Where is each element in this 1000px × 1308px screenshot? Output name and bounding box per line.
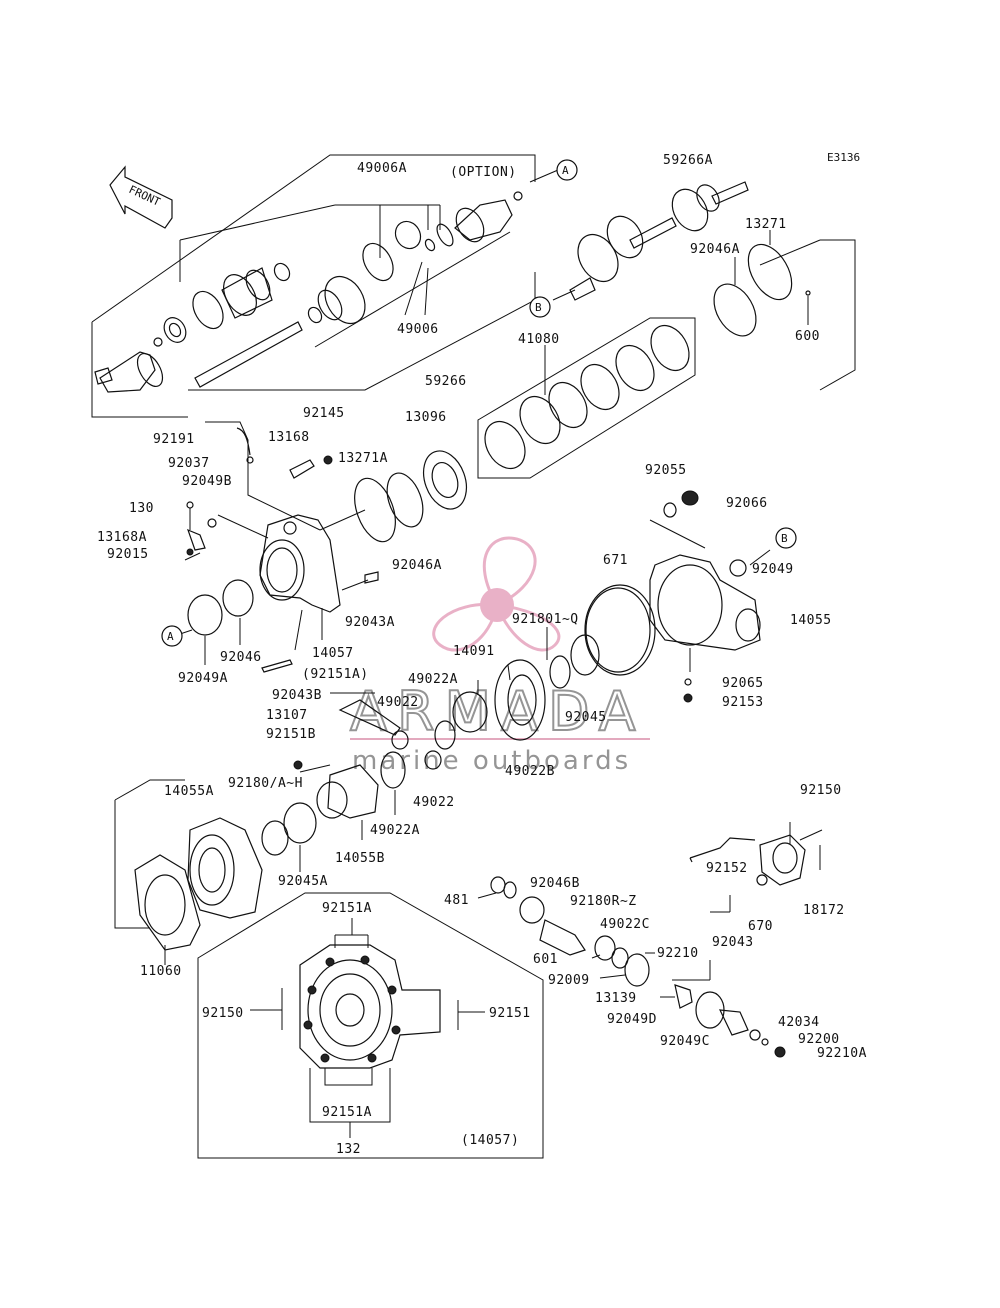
pinion-group bbox=[477, 876, 786, 1058]
label-92043A: 92043A bbox=[345, 615, 395, 630]
label-14057: 14057 bbox=[312, 646, 354, 661]
assembled-unit-group bbox=[197, 892, 544, 1159]
label-92045: 92045 bbox=[565, 710, 607, 725]
lower-case-group bbox=[114, 779, 317, 965]
label-670: 670 bbox=[748, 919, 773, 934]
label-92145: 92145 bbox=[303, 406, 345, 421]
front-case-group bbox=[179, 421, 468, 673]
part-labels: 49006A (OPTION) 59266A 13271 92046A 600 … bbox=[97, 153, 867, 1157]
callout-b-top: B bbox=[529, 296, 551, 318]
label-13168A: 13168A bbox=[97, 530, 147, 545]
label-92055: 92055 bbox=[645, 463, 687, 478]
label-14055: 14055 bbox=[790, 613, 832, 628]
label-92151: 92151 bbox=[489, 1006, 531, 1021]
rear-case-group bbox=[584, 490, 771, 703]
label-13271A: 13271A bbox=[338, 451, 388, 466]
label-130: 130 bbox=[129, 501, 154, 516]
watermark-tagline: marine outboards bbox=[352, 746, 631, 776]
label-59266A: 59266A bbox=[663, 153, 713, 168]
label-92153: 92153 bbox=[722, 695, 764, 710]
label-92049B: 92049B bbox=[182, 474, 232, 489]
label-14057-paren: (14057) bbox=[461, 1133, 519, 1148]
label-92046: 92046 bbox=[220, 650, 262, 665]
label-600: 600 bbox=[795, 329, 820, 344]
label-92152: 92152 bbox=[706, 861, 748, 876]
label-11060: 11060 bbox=[140, 964, 182, 979]
callout-a-left: A bbox=[161, 625, 183, 647]
label-92015: 92015 bbox=[107, 547, 149, 562]
label-option: (OPTION) bbox=[450, 165, 517, 180]
label-92046A-top: 92046A bbox=[690, 242, 740, 257]
label-42034: 42034 bbox=[778, 1015, 820, 1030]
callout-a-left-text: A bbox=[167, 630, 174, 643]
label-601: 601 bbox=[533, 952, 558, 967]
label-92046B: 92046B bbox=[530, 876, 580, 891]
label-92043: 92043 bbox=[712, 935, 754, 950]
label-92210A: 92210A bbox=[817, 1046, 867, 1061]
label-92191: 92191 bbox=[153, 432, 195, 447]
label-49022B: 49022B bbox=[505, 764, 555, 779]
label-92037: 92037 bbox=[168, 456, 210, 471]
label-481: 481 bbox=[444, 893, 469, 908]
label-92150-right: 92150 bbox=[800, 783, 842, 798]
label-49022-top: 49022 bbox=[377, 695, 419, 710]
label-92049D: 92049D bbox=[607, 1012, 657, 1027]
label-92151A-bot: 92151A bbox=[322, 1105, 372, 1120]
label-49022-bot: 49022 bbox=[413, 795, 455, 810]
front-driveshaft-group bbox=[91, 154, 559, 418]
propeller-logo bbox=[432, 536, 561, 652]
label-92045A: 92045A bbox=[278, 874, 328, 889]
label-14055A: 14055A bbox=[164, 784, 214, 799]
label-92043B: 92043B bbox=[272, 688, 322, 703]
label-92049A: 92049A bbox=[178, 671, 228, 686]
label-92180AH: 92180/A~H bbox=[228, 776, 303, 791]
differential-group bbox=[293, 627, 600, 840]
actuator-group bbox=[689, 822, 823, 913]
label-92066: 92066 bbox=[726, 496, 768, 511]
callout-b-right-text: B bbox=[781, 532, 788, 545]
label-92200: 92200 bbox=[798, 1032, 840, 1047]
label-13096: 13096 bbox=[405, 410, 447, 425]
label-921801Q: 921801~Q bbox=[512, 612, 579, 627]
label-92210: 92210 bbox=[657, 946, 699, 961]
label-49006A: 49006A bbox=[357, 161, 407, 176]
clutch-pack-group bbox=[477, 317, 696, 479]
label-92049: 92049 bbox=[752, 562, 794, 577]
label-49022A-top: 49022A bbox=[408, 672, 458, 687]
label-92065: 92065 bbox=[722, 676, 764, 691]
label-41080: 41080 bbox=[518, 332, 560, 347]
rear-driveshaft-group bbox=[552, 181, 856, 391]
label-92151A-paren: (92151A) bbox=[302, 667, 369, 682]
label-13139: 13139 bbox=[595, 991, 637, 1006]
label-14055B: 14055B bbox=[335, 851, 385, 866]
label-14091: 14091 bbox=[453, 644, 495, 659]
diagram-code: E3136 bbox=[827, 151, 860, 164]
callout-a-top-text: A bbox=[562, 164, 569, 177]
label-13168: 13168 bbox=[268, 430, 310, 445]
label-92150-left: 92150 bbox=[202, 1006, 244, 1021]
callout-a-top: A bbox=[556, 159, 578, 181]
label-671: 671 bbox=[603, 553, 628, 568]
front-direction-arrow: FRONT bbox=[109, 165, 173, 229]
label-49006: 49006 bbox=[397, 322, 439, 337]
label-92046A-mid: 92046A bbox=[392, 558, 442, 573]
label-92151B: 92151B bbox=[266, 727, 316, 742]
label-92180RZ: 92180R~Z bbox=[570, 894, 637, 909]
label-13107: 13107 bbox=[266, 708, 308, 723]
label-59266: 59266 bbox=[425, 374, 467, 389]
label-49022A-bot: 49022A bbox=[370, 823, 420, 838]
label-13271: 13271 bbox=[745, 217, 787, 232]
callout-b-right: B bbox=[775, 527, 797, 549]
label-132: 132 bbox=[336, 1142, 361, 1157]
armada-watermark: ARMADA marine outboards bbox=[349, 536, 650, 776]
label-18172: 18172 bbox=[803, 903, 845, 918]
label-92151A-top: 92151A bbox=[322, 901, 372, 916]
callout-b-top-text: B bbox=[535, 301, 542, 314]
label-92009: 92009 bbox=[548, 973, 590, 988]
label-92049C: 92049C bbox=[660, 1034, 710, 1049]
label-49022C: 49022C bbox=[600, 917, 650, 932]
